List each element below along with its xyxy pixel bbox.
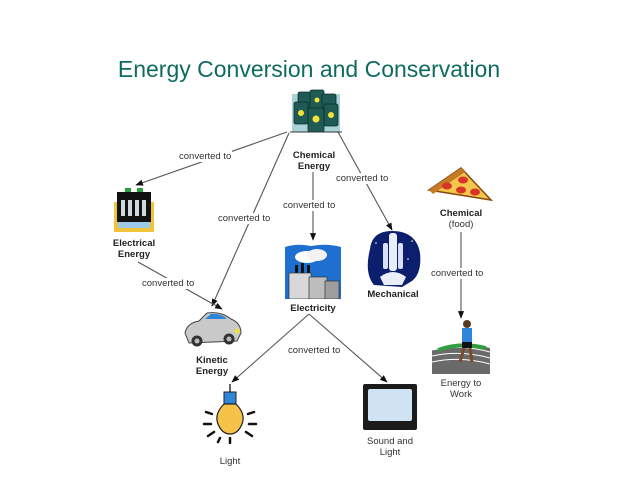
edge-label-electrical-kinetic: converted to xyxy=(141,278,196,289)
power-plant-icon xyxy=(285,244,341,299)
node-electrical-energy: Electrical Energy xyxy=(104,238,164,260)
edge-label-chemical-mechanical: converted to xyxy=(335,173,390,184)
node-kinetic-energy: Kinetic Energy xyxy=(184,355,240,377)
edge-label-chemical-kinetic: converted to xyxy=(217,213,272,224)
node-chemical-energy: Chemical Energy xyxy=(286,150,342,172)
edge-label-food-work: converted to xyxy=(430,268,485,279)
node-label-line2: (food) xyxy=(448,219,474,230)
edge-label-chemical-electricity: converted to xyxy=(282,200,337,211)
pizza-slice-icon xyxy=(427,167,493,202)
car-icon xyxy=(184,312,242,347)
edge-label-electricity-outputs: converted to xyxy=(287,345,342,356)
node-label-line1: Electrical xyxy=(112,238,156,249)
runner-icon xyxy=(431,320,491,374)
light-bulb-icon xyxy=(202,384,258,444)
node-label-line2: Energy xyxy=(297,161,331,172)
node-energy-to-work: Energy to Work xyxy=(427,378,495,400)
diagram-title: Energy Conversion and Conservation xyxy=(117,56,501,82)
node-label-line1: Chemical xyxy=(292,150,336,161)
battery-icon xyxy=(114,188,154,232)
node-label-line2: Energy xyxy=(195,366,229,377)
node-chemical-food: Chemical (food) xyxy=(426,208,496,230)
oil-barrels-icon xyxy=(290,89,342,133)
edge-electricity-to-tv xyxy=(308,313,388,383)
edge-label-chemical-electrical: converted to xyxy=(178,151,233,162)
node-label-line1: Chemical xyxy=(439,208,483,219)
node-sound-and-light: Sound and Light xyxy=(356,436,424,458)
space-shuttle-icon xyxy=(367,231,421,287)
edge-electricity-to-light xyxy=(231,313,310,383)
node-label-line2: Energy xyxy=(117,249,151,260)
television-icon xyxy=(363,384,417,430)
node-label-line2: Work xyxy=(450,389,472,400)
node-label-line1: Sound and xyxy=(367,436,413,447)
node-light: Light xyxy=(219,456,241,467)
node-label-line1: Energy to xyxy=(440,378,482,389)
node-label-line2: Light xyxy=(379,447,401,458)
node-mechanical: Mechanical xyxy=(367,289,419,300)
node-electricity: Electricity xyxy=(290,303,336,314)
node-label-line1: Kinetic xyxy=(196,355,228,366)
